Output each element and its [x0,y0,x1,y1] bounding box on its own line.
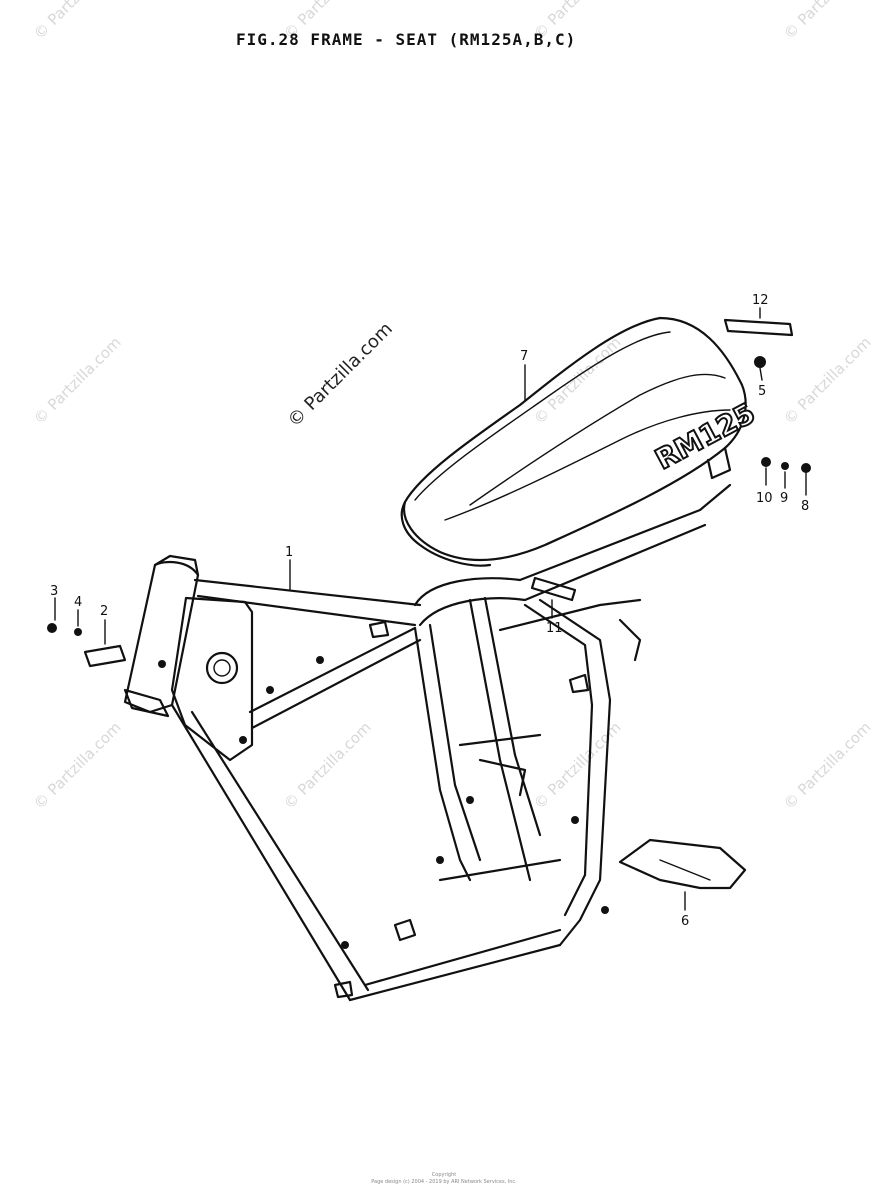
part-4-washer [74,628,82,636]
seat-logo: RM125 [650,396,761,476]
part-3-bolt [47,623,57,633]
watermark-center: © Partzilla.com [284,318,397,431]
footer-credit: Page design (c) 2004 - 2019 by ARI Netwo… [371,1179,517,1185]
watermark: © Partzilla.com [30,0,125,43]
part-9-washer [781,462,789,470]
callout-7: 7 [520,349,528,364]
part-5-nut [754,356,766,368]
watermark: © Partzilla.com [30,333,125,428]
figure-title: FIG.28 FRAME - SEAT (RM125A,B,C) [236,30,577,49]
part-8-bolt [801,463,811,473]
callout-8: 8 [801,499,809,514]
watermark: © Partzilla.com [280,718,375,813]
seat: RM125 [400,316,762,567]
callout-11: 11 [546,621,563,636]
callout-1: 1 [285,545,293,560]
frame [123,483,732,1002]
callout-12: 12 [752,293,769,308]
callout-labels: 1 2 3 4 5 6 7 8 9 10 11 12 [50,293,809,929]
watermark: © Partzilla.com [780,718,875,813]
part-6-guard [618,838,747,911]
watermark: © Partzilla.com [530,333,625,428]
part-2-collar [83,644,127,668]
watermark: © Partzilla.com [530,718,625,813]
small-parts-left [47,597,127,668]
callout-5: 5 [758,384,766,399]
watermark: © Partzilla.com [780,0,875,43]
callout-9: 9 [780,491,788,506]
callout-10: 10 [756,491,773,506]
footer-copyright: Copyright [431,1172,457,1178]
part-12-plate [723,307,794,337]
callout-6: 6 [681,914,689,929]
part-11-bracket [530,576,577,619]
small-parts-right [754,356,811,496]
callout-4: 4 [74,595,82,610]
part-10-nut [761,457,771,467]
watermark: © Partzilla.com [30,718,125,813]
callout-3: 3 [50,584,58,599]
callout-2: 2 [100,604,108,619]
watermark: © Partzilla.com [780,333,875,428]
